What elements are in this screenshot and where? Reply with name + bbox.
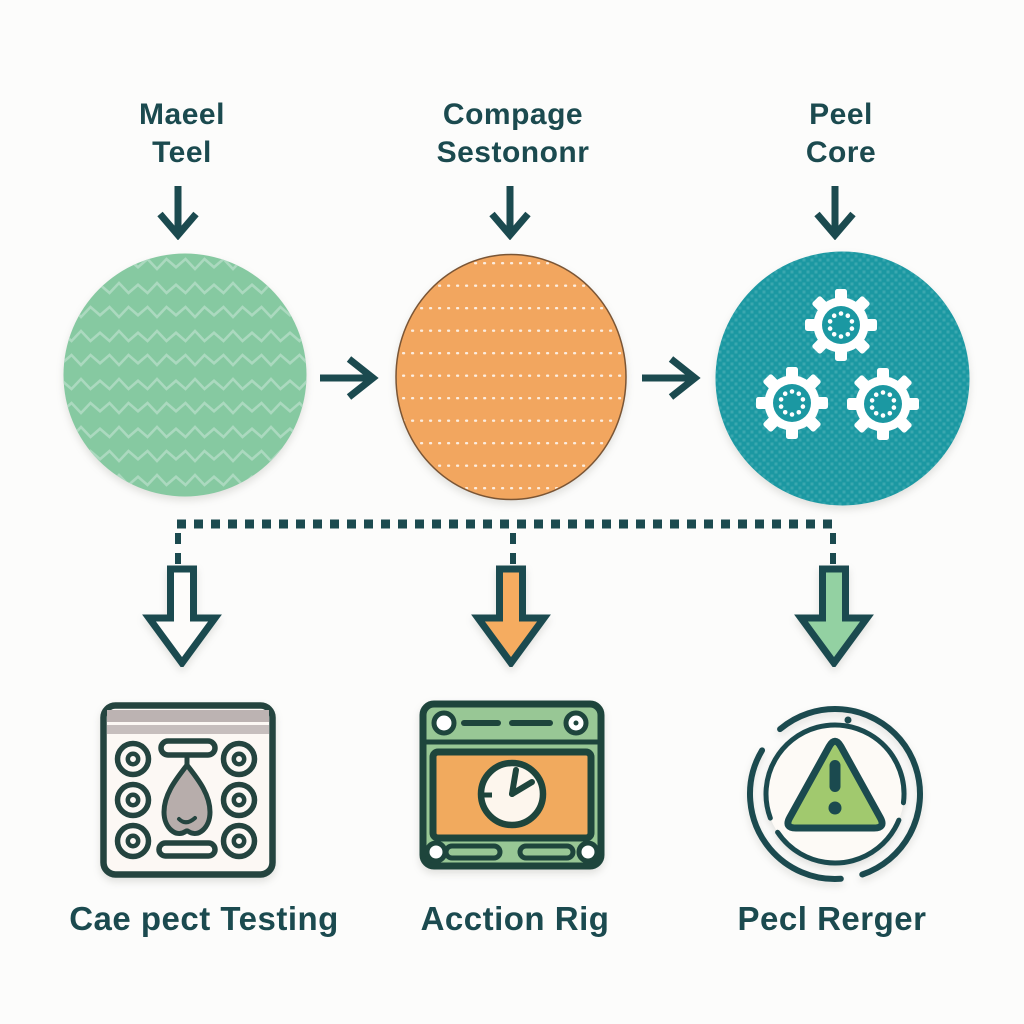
stage-title-2-line1: Compage xyxy=(442,98,584,131)
spade-shape xyxy=(161,762,213,836)
warning-badge-icon xyxy=(747,706,923,882)
block-down-arrow-orange-icon xyxy=(471,565,551,667)
block-down-arrow-white-icon xyxy=(142,565,222,667)
dotted-connector-line xyxy=(175,519,838,573)
stage-title-1-line1: Maeel xyxy=(139,98,225,131)
stage-title-2-line2: Sestononr xyxy=(436,136,590,169)
right-arrow-icon xyxy=(320,356,379,400)
down-arrow-icon xyxy=(489,186,531,240)
down-arrow-icon xyxy=(814,186,856,240)
down-arrow-icon xyxy=(157,186,199,240)
stage-title-1: Maeel Teel xyxy=(139,96,225,172)
stage-title-3: Peel Core xyxy=(806,96,876,172)
dotted-pattern-circle xyxy=(395,253,627,501)
gear-icon xyxy=(756,367,828,439)
zigzag-pattern-circle xyxy=(63,253,307,497)
block-down-arrow-green-icon xyxy=(794,565,874,667)
gear-icon xyxy=(847,368,919,440)
stage-title-2: Compage Sestononr xyxy=(437,96,590,172)
stage-title-3-line2: Core xyxy=(805,136,877,169)
result-label-2: Acction Rig xyxy=(420,900,610,937)
stage-title-3-line1: Peel xyxy=(809,98,873,131)
gears-circle xyxy=(715,251,970,506)
control-panel-icon xyxy=(100,702,276,878)
oven-timer-icon xyxy=(419,700,605,870)
result-label-3: Pecl Rerger xyxy=(737,900,927,937)
right-arrow-icon xyxy=(642,356,701,400)
stage-title-1-line2: Teel xyxy=(152,136,212,169)
gear-icon xyxy=(805,289,877,361)
clock-icon xyxy=(477,759,547,829)
result-label-1: Cae pect Testing xyxy=(69,900,339,937)
knob-icon xyxy=(114,740,258,860)
